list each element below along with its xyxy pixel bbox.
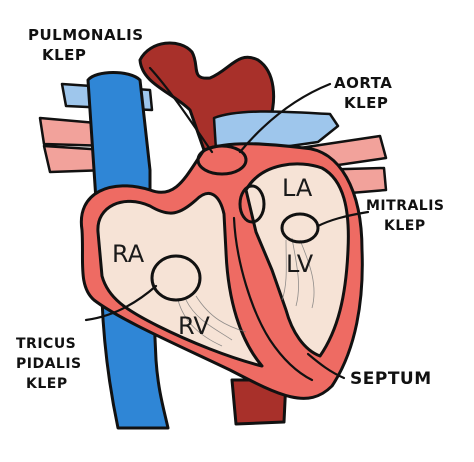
pointer-lines [84,66,370,380]
chamber-label-rv: RV [178,312,210,340]
pulmonary-valve-icon [196,144,248,176]
chordae-right [177,295,247,347]
pulmonalis-label-line2: KLEP [42,46,86,64]
mitral-valve-icon [280,212,320,244]
aorta-label-line1: AORTA [334,74,392,92]
chamber-label-ra: RA [112,240,145,268]
mitralis-label-line2: KLEP [384,218,426,234]
pulmonary-artery-right [212,110,340,152]
tricuspidalis-label-line3: KLEP [26,376,68,392]
chamber-label-la: LA [282,174,313,202]
aorta-label-line2: KLEP [344,94,388,112]
chordae-left [281,237,315,309]
mitralis-label-line1: MITRALIS [366,198,445,214]
left-heart-chamber [244,162,350,358]
chamber-label-lv: LV [286,250,314,278]
septum-wall [232,216,314,382]
tricuspidalis-label-line1: TRICUS [16,336,76,352]
aortic-valve-icon [238,184,266,224]
tricuspidalis-label-line2: PIDALIS [16,356,82,372]
right-heart-chamber [96,192,264,368]
septum-label: SEPTUM [350,369,432,389]
tricuspid-valve-icon [150,254,202,302]
pulmonalis-label-line1: PULMONALIS [28,26,144,44]
